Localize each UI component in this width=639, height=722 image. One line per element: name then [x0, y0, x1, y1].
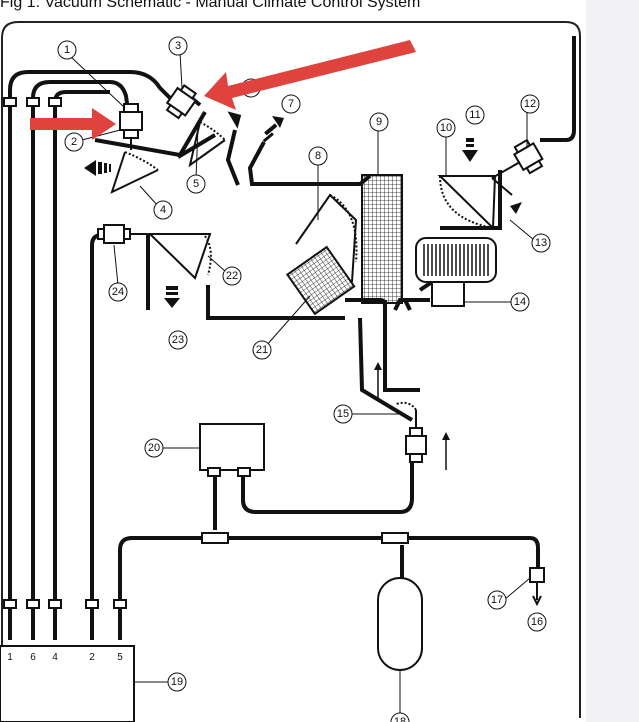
red-arrow-2 [204, 40, 416, 110]
vacuum-motor-12 [512, 138, 544, 175]
port-label-1: 1 [7, 652, 13, 663]
callout-9: 9 [376, 116, 382, 128]
vacuum-motor-15 [405, 410, 427, 463]
evaporator-core [361, 174, 403, 304]
callout-3: 3 [175, 40, 181, 52]
callout-leaders [69, 51, 535, 601]
callout-2: 2 [71, 136, 77, 148]
callout-11: 11 [469, 109, 480, 121]
callout-circles [57, 36, 551, 722]
port-label-6: 6 [30, 652, 36, 663]
callout-8: 8 [315, 150, 321, 162]
callout-numbers: 1 2 3 4 5 6 7 8 9 10 11 12 13 14 15 16 1… [64, 40, 547, 722]
callout-7: 7 [288, 98, 294, 110]
callout-20: 20 [148, 442, 160, 454]
vacuum-schematic: 1 2 3 4 5 6 7 8 9 10 11 12 13 14 15 16 1… [0, 21, 581, 722]
callout-17: 17 [491, 594, 503, 606]
callout-21: 21 [256, 344, 268, 356]
port-label-5: 5 [117, 652, 123, 663]
vacuum-motor-24 [97, 224, 148, 244]
callout-18: 18 [394, 716, 406, 722]
callout-1: 1 [64, 44, 70, 56]
annotation-arrows [30, 40, 416, 140]
callout-22: 22 [226, 270, 238, 282]
hose-connectors [3, 97, 127, 609]
callout-24: 24 [112, 286, 124, 298]
callout-23: 23 [172, 334, 184, 346]
callout-16: 16 [531, 616, 543, 628]
blend-doors [110, 121, 521, 411]
heater-core [285, 245, 356, 316]
callout-15: 15 [337, 408, 349, 420]
red-arrow-1 [30, 108, 116, 140]
vacuum-motor-1 [119, 103, 143, 150]
vacuum-source [199, 423, 265, 471]
port-label-2: 2 [89, 652, 95, 663]
figure-caption: Fig 1: Vacuum Schematic - Manual Climate… [0, 0, 421, 11]
callout-5: 5 [193, 178, 199, 190]
callout-10: 10 [440, 122, 452, 134]
tee-fittings [201, 532, 545, 607]
blower-wheel [423, 244, 489, 276]
outer-frame [1, 21, 581, 718]
callout-19: 19 [171, 676, 183, 688]
page-sidebar [586, 0, 639, 722]
airflow-arrows [84, 111, 522, 470]
callout-14: 14 [514, 296, 526, 308]
control-assembly [0, 645, 135, 722]
callout-12: 12 [524, 98, 536, 110]
control-port-labels: 1 6 4 2 5 [7, 652, 123, 663]
vacuum-motor-3 [165, 84, 198, 120]
callout-13: 13 [535, 237, 547, 249]
vacuum-reservoir [377, 577, 423, 671]
port-label-4: 4 [52, 652, 58, 663]
callout-4: 4 [160, 204, 166, 216]
